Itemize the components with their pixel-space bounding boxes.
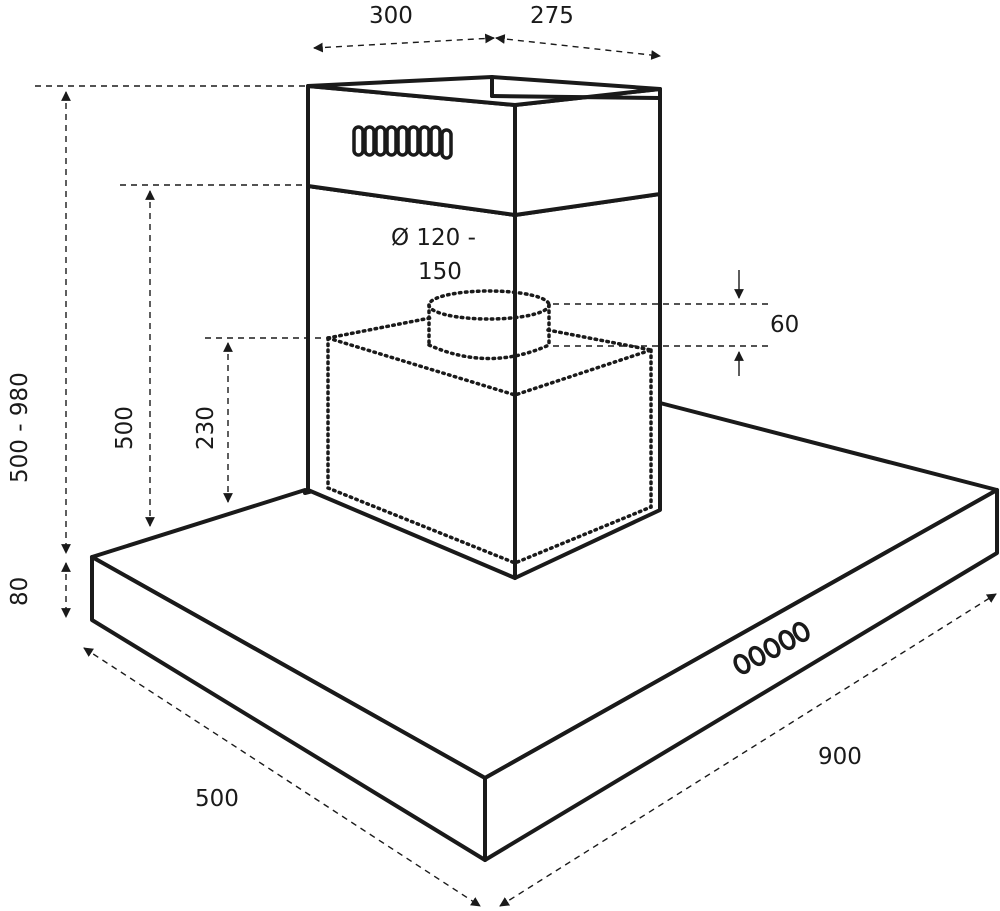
vent-slot-icon — [396, 125, 409, 157]
vent-slot-icon — [374, 125, 387, 157]
vent-slot-icon — [429, 125, 442, 157]
internal-motor-housing — [326, 289, 653, 565]
canopy-depth-label: 500 — [195, 786, 239, 812]
lower-chimney-right-face — [513, 192, 662, 580]
ventilation-slots — [352, 125, 453, 160]
total-height-label: 500 - 980 — [7, 372, 33, 483]
top-width-label: 300 — [369, 3, 413, 29]
vent-slot-icon — [440, 128, 453, 160]
vent-slot-icon — [363, 125, 376, 157]
dimension-labels: 300 275 Ø 120 - 150 60 500 - 980 500 230… — [7, 3, 862, 812]
vent-slot-icon — [352, 125, 365, 157]
duct-diameter-label-2: 150 — [418, 259, 462, 285]
chimney-height-label: 500 — [112, 406, 138, 450]
vent-slot-icon — [418, 125, 431, 157]
upper-chimney — [306, 75, 662, 217]
lower-chimney — [306, 184, 662, 580]
canopy-depth-arrow — [83, 647, 481, 907]
lower-height-label: 230 — [193, 406, 219, 450]
top-depth-arrow — [495, 34, 661, 60]
top-depth-label: 275 — [530, 3, 574, 29]
canopy-width-label: 900 — [818, 744, 862, 770]
upper-chimney-right-face — [513, 87, 662, 217]
outlet-height-label: 60 — [770, 312, 799, 338]
vent-slot-icon — [385, 125, 398, 157]
canopy-height-label: 80 — [7, 577, 33, 606]
dimension-lines — [35, 33, 997, 907]
top-width-arrow — [313, 33, 495, 53]
duct-diameter-label-1: Ø 120 - — [391, 225, 476, 251]
vent-slot-icon — [407, 125, 420, 157]
canopy-width-arrow — [499, 593, 997, 907]
